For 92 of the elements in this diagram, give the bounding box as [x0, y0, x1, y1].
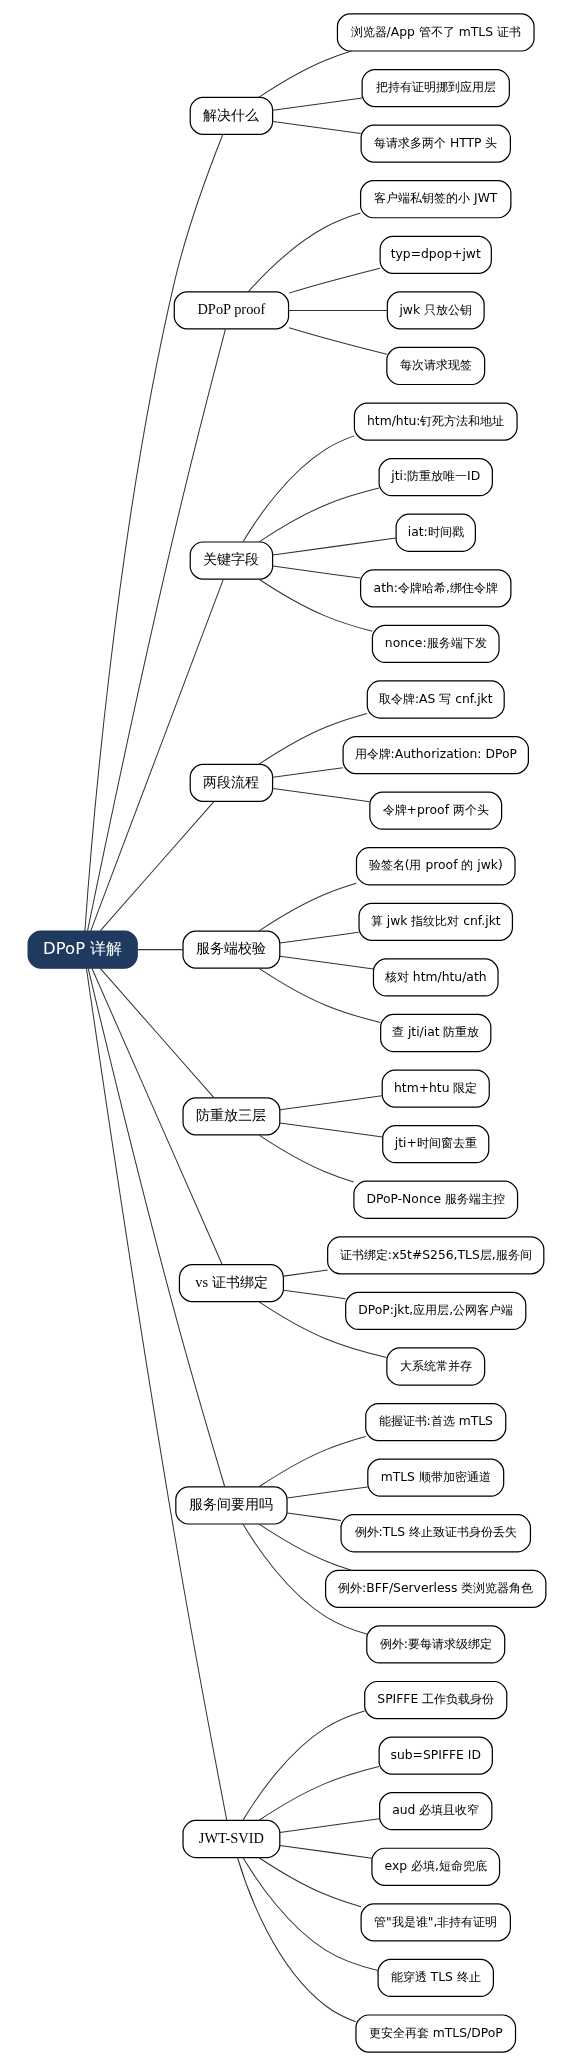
node-box: DPoP-Nonce 服务端主控	[352, 1180, 518, 1219]
node-box: 能握证书:首选 mTLS	[364, 1402, 506, 1442]
connector	[287, 327, 387, 355]
node-box: jti:防重放唯一ID	[378, 458, 493, 497]
node-box: 两段流程	[189, 763, 273, 802]
node-box: 每请求多两个 HTTP 头	[360, 124, 511, 163]
connector	[236, 1857, 356, 2023]
connector	[258, 1766, 380, 1821]
node-box: 能穿透 TLS 终止	[377, 1958, 494, 1998]
node-box: ath:令牌哈希,绑住令牌	[359, 569, 511, 608]
node-box: sub=SPIFFE ID	[378, 1736, 493, 1775]
node-box: 查 jti/iat 防重放	[379, 1013, 491, 1053]
node-box: 服务间要用吗	[174, 1486, 288, 1525]
node-box: aud 必填且收窄	[378, 1792, 492, 1831]
connector	[86, 328, 226, 932]
connector	[242, 1857, 378, 1971]
connector	[83, 134, 223, 932]
connector	[271, 537, 397, 556]
node-box: mTLS 顺带加密通道	[366, 1458, 504, 1497]
connector	[242, 1710, 365, 1821]
connector	[287, 309, 388, 311]
node-box: JWT-SVID	[181, 1819, 280, 1859]
connector	[282, 1269, 328, 1277]
node-box: 例外:要每请求级绑定	[365, 1625, 505, 1664]
node-box: htm+htu 限定	[381, 1069, 490, 1108]
node-box: 用令牌:Authorization: DPoP	[342, 735, 529, 775]
connector	[89, 578, 224, 932]
node-box: 取令牌:AS 写 cnf.jkt	[366, 680, 505, 719]
connector	[286, 1512, 341, 1521]
node-box: 把持有证明挪到应用层	[361, 68, 510, 108]
connector	[258, 50, 352, 98]
node-box: htm/htu:钉死方法和地址	[353, 402, 518, 441]
connector	[278, 1095, 382, 1111]
connector	[87, 967, 225, 1488]
connector	[258, 1435, 366, 1488]
node-box: 例外:BFF/Serverless 类浏览器角色	[324, 1569, 546, 1608]
node-box: nonce:服务端下发	[371, 624, 500, 664]
connector	[271, 767, 343, 778]
node-box: 验签名(用 proof 的 jwk)	[355, 847, 516, 886]
node-box: 每次请求现签	[385, 346, 485, 386]
connector	[91, 968, 223, 1265]
node-box: 令牌+proof 两个头	[368, 791, 502, 830]
node-box: exp 必填,短命兜底	[370, 1847, 500, 1886]
connector	[258, 712, 368, 765]
node-box: SPIFFE 工作负载身份	[363, 1680, 507, 1720]
connector	[258, 882, 357, 932]
node-box: 大系统常并存	[385, 1347, 485, 1386]
connector	[242, 1523, 367, 1635]
connector	[242, 435, 355, 543]
connector	[278, 1122, 383, 1138]
connector	[278, 1818, 380, 1833]
node-box: 关键字段	[189, 541, 273, 580]
connector	[258, 1134, 354, 1183]
connector	[258, 1857, 361, 1908]
connector	[278, 931, 359, 944]
node-box: DPoP:jkt,应用层,公网客户端	[344, 1291, 526, 1331]
node-box: 例外:TLS 终止致证书身份丢失	[339, 1514, 531, 1553]
node-box: 算 jwk 指纹比对 cnf.jkt	[357, 902, 513, 941]
node-box: 核对 htm/htu/ath	[372, 958, 499, 997]
connector	[136, 949, 183, 951]
connector	[271, 787, 370, 803]
connector	[278, 1845, 372, 1859]
connector	[271, 120, 361, 134]
node-box: 浏览器/App 管不了 mTLS 证书	[336, 13, 535, 52]
connector	[271, 97, 362, 111]
connector	[258, 487, 380, 543]
node-box: 客户端私钥签的小 JWT	[359, 180, 511, 219]
node-box: jti+时间窗去重	[381, 1125, 489, 1164]
connector	[278, 955, 374, 970]
connector	[287, 267, 380, 294]
connector	[258, 1301, 387, 1358]
node-box: 防重放三层	[181, 1097, 280, 1136]
node-box: DPoP proof	[173, 291, 289, 330]
node-box: vs 证书绑定	[178, 1264, 284, 1303]
connector	[271, 565, 361, 579]
connector	[258, 578, 373, 632]
connector	[99, 967, 214, 1098]
node-box: 解决什么	[189, 96, 273, 135]
connector	[85, 967, 227, 1821]
node-box: jwk 只放公钥	[386, 291, 485, 330]
connector	[99, 801, 214, 932]
node-box: 管"我是谁",非持有证明	[360, 1903, 511, 1942]
node-box: 更安全再套 mTLS/DPoP	[354, 2014, 516, 2053]
connector	[282, 1289, 346, 1300]
connector	[258, 967, 381, 1023]
node-box: DPoP 详解	[27, 930, 138, 969]
node-box: 服务端校验	[181, 930, 280, 969]
connector	[286, 1486, 368, 1499]
connector	[247, 212, 361, 293]
node-box: typ=dpop+jwt	[379, 235, 492, 274]
node-box: 证书绑定:x5t#S256,TLS层,服务间	[326, 1236, 544, 1275]
node-box: iat:时间戳	[395, 513, 476, 552]
